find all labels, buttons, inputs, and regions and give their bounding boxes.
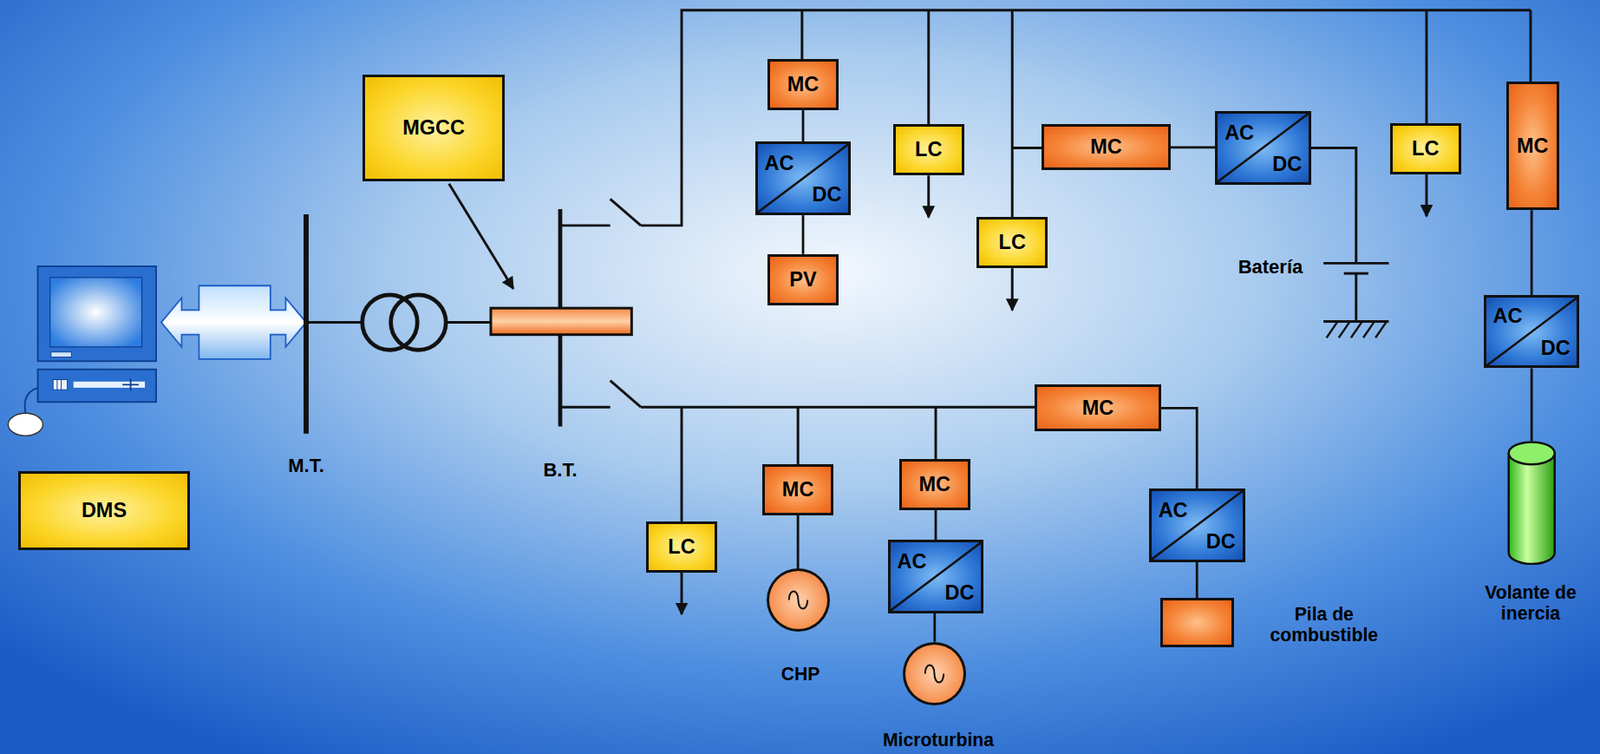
converter-box: AC DC xyxy=(1214,111,1312,185)
wire-connector xyxy=(802,215,805,255)
shape-art xyxy=(905,644,964,703)
controller-box: MC xyxy=(767,58,839,111)
ground-hatch xyxy=(1338,320,1351,338)
converter-label: AC xyxy=(1158,498,1189,523)
converter-label: AC xyxy=(764,151,794,176)
converter-label: DC xyxy=(812,182,843,207)
wire-connector xyxy=(934,509,938,540)
shape-art xyxy=(1507,440,1556,565)
device-label: Volante de inercia xyxy=(1464,581,1598,624)
box-label: MC xyxy=(787,72,820,97)
wire-connector xyxy=(1530,367,1534,441)
converter-label: DC xyxy=(1206,529,1236,554)
ground-hatch xyxy=(1375,320,1387,338)
ground-hatch xyxy=(1363,320,1375,338)
wire-connector xyxy=(1530,209,1534,295)
controller-box: MC xyxy=(1034,384,1162,432)
controller-box: MC xyxy=(762,463,834,516)
box-label: DMS xyxy=(81,498,127,523)
wire-connector xyxy=(1170,146,1216,150)
box-label: MC xyxy=(919,472,952,497)
bus-label: B.T. xyxy=(542,458,577,482)
wire-connector xyxy=(1195,561,1199,598)
box-label: MC xyxy=(782,477,815,502)
controller-box: MC xyxy=(1041,124,1170,170)
wire-connector xyxy=(802,110,805,142)
converter-label: AC xyxy=(1493,304,1523,328)
converter-box: AC DC xyxy=(1149,488,1246,562)
converter-label: AC xyxy=(1224,121,1254,145)
box-label: LC xyxy=(999,230,1026,255)
control-box: LC xyxy=(1390,123,1462,175)
box-label: MC xyxy=(1516,134,1549,158)
converter-label: DC xyxy=(945,581,975,605)
wire-connector xyxy=(1161,407,1197,489)
control-box: MGCC xyxy=(362,74,506,182)
shape-art xyxy=(769,570,828,629)
device-label: Microturbina xyxy=(862,729,1015,751)
busbars xyxy=(306,10,1531,614)
wire-connector xyxy=(796,515,800,569)
control-box: DMS xyxy=(18,470,190,550)
converter-box: AC DC xyxy=(755,141,852,216)
control-box: LC xyxy=(976,216,1048,268)
controller-box: PV xyxy=(767,254,839,306)
ground-hatch xyxy=(1326,320,1339,338)
computer-icon xyxy=(7,266,157,436)
box-label: LC xyxy=(667,535,695,559)
ground-hatch xyxy=(1351,320,1363,338)
converter-box: AC DC xyxy=(1483,294,1581,369)
controller-box: MC xyxy=(899,458,971,510)
comm-arrow xyxy=(161,285,307,360)
converter-label: AC xyxy=(896,549,927,574)
device-label: Pila de combustible xyxy=(1247,603,1401,646)
box-label: LC xyxy=(1411,137,1439,161)
generator-symbol: CHP xyxy=(766,568,830,632)
box-label: MC xyxy=(1082,396,1115,420)
lv-busbar xyxy=(490,307,632,335)
generator-symbol: Microturbina xyxy=(902,641,967,706)
box-label: LC xyxy=(914,137,942,162)
bus-label: M.T. xyxy=(287,454,325,477)
wire-connector xyxy=(933,613,936,642)
flywheel-symbol: Volante de inercia xyxy=(1507,440,1556,565)
controller-box: MC xyxy=(1506,81,1560,210)
control-box: LC xyxy=(893,124,965,176)
box-label: MGCC xyxy=(402,116,465,140)
converter-label: DC xyxy=(1272,152,1302,177)
box-label: MC xyxy=(1090,135,1123,159)
device-label: CHP xyxy=(759,663,842,685)
bus-label: Batería xyxy=(1238,255,1304,279)
converter-label: DC xyxy=(1541,336,1571,360)
box-label: PV xyxy=(789,267,817,292)
control-box: LC xyxy=(646,521,718,573)
converter-box: AC DC xyxy=(888,539,985,614)
controller-box: Pila de combustible xyxy=(1160,597,1235,647)
